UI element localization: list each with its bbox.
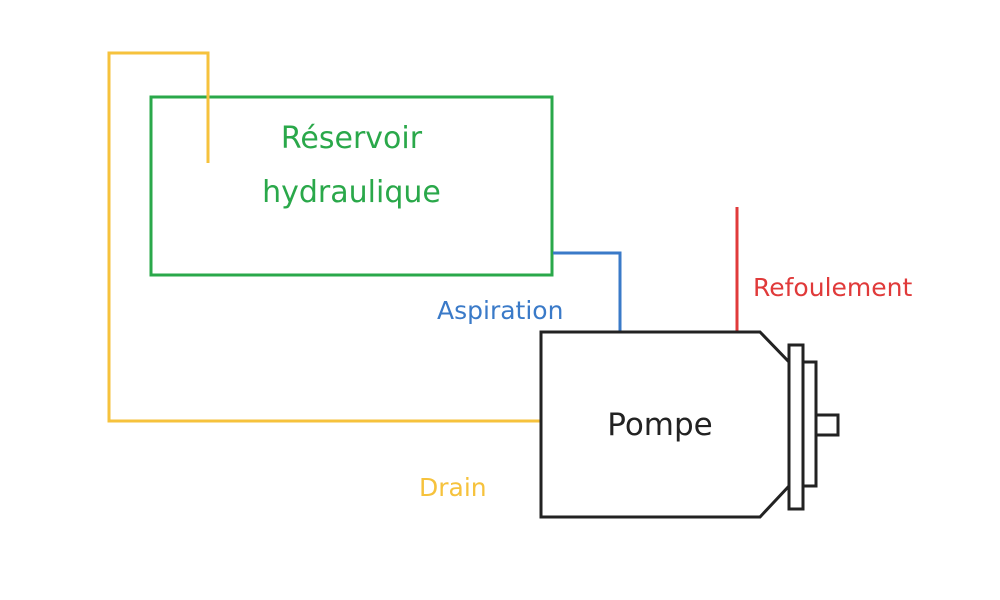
reservoir-box — [149, 95, 554, 277]
pump-flange — [787, 343, 805, 511]
refoulement-label: Refoulement — [753, 273, 913, 302]
pump-label: Pompe — [607, 407, 713, 443]
aspiration-label: Aspiration — [437, 296, 564, 325]
reservoir-label-line1: Réservoir — [280, 121, 423, 156]
reservoir-label-line2: hydraulique — [262, 175, 441, 210]
drain-label: Drain — [419, 473, 487, 502]
pump-flange-inner — [801, 360, 818, 488]
reservoir-label: Réservoir hydraulique — [150, 112, 553, 220]
aspiration-line — [553, 251, 622, 332]
drain-line — [107, 51, 541, 423]
pump-shaft — [814, 413, 840, 437]
